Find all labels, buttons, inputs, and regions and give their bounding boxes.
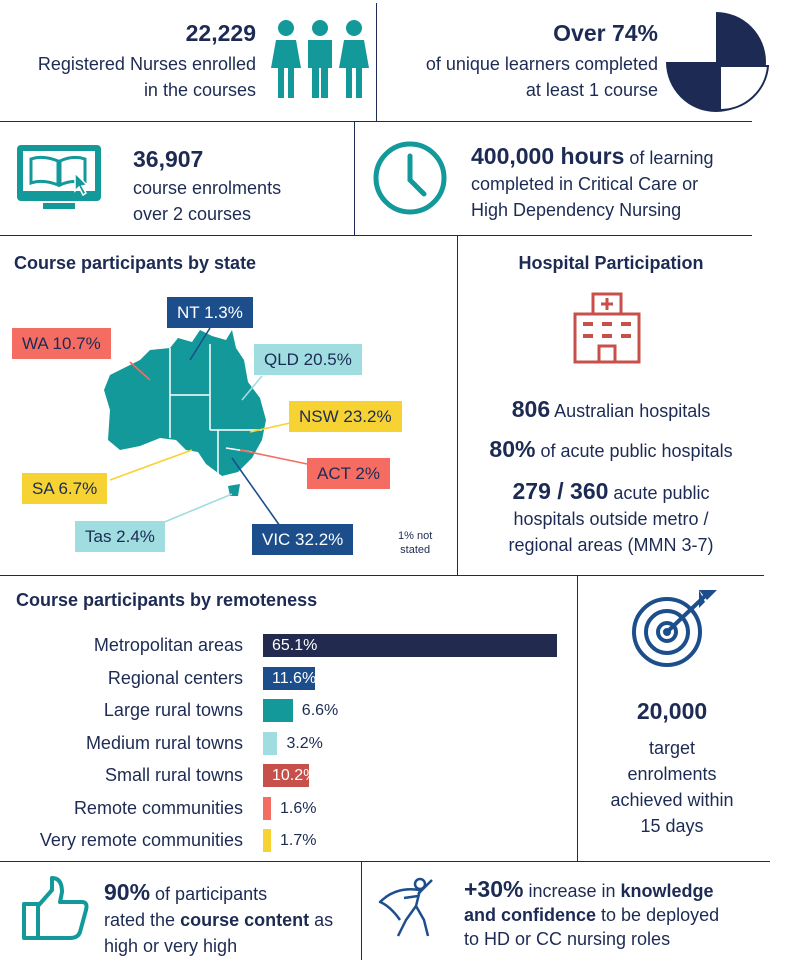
remoteness-value-label: 65.1% — [272, 637, 318, 654]
hours-number: 400,000 hours — [471, 143, 625, 169]
label-vic: VIC 32.2% — [252, 524, 354, 555]
remoteness-category-label: Remote communities — [73, 797, 243, 818]
superhero-icon — [378, 877, 433, 937]
remoteness-bar — [263, 764, 310, 787]
nurses-number: 22,229 — [185, 20, 256, 46]
remoteness-chart-title: Course participants by remoteness — [16, 590, 318, 610]
label-wa: WA 10.7% — [12, 328, 111, 359]
enrolments-number: 36,907 — [133, 146, 204, 172]
target-number: 20,000 — [636, 698, 708, 724]
remoteness-value-label: 3.2% — [286, 734, 323, 752]
remoteness-category-label: Metropolitan areas — [93, 635, 243, 655]
label-act: ACT 2% — [307, 458, 390, 489]
not-stated-note: 1% not stated — [398, 530, 433, 556]
remoteness-category-label: Medium rural towns — [85, 732, 243, 753]
enrolments-text: course enrolments over 2 courses — [133, 178, 282, 224]
label-nt: NT 1.3% — [167, 297, 253, 328]
remoteness-value-label: 11.6% — [272, 669, 317, 687]
remoteness-bar — [263, 829, 271, 852]
nurses-text: Registered Nurses enrolled in the course… — [37, 54, 256, 100]
remoteness-category-label: Small rural towns — [104, 765, 243, 785]
remoteness-bar — [263, 731, 278, 755]
remoteness-value-label: 6.6% — [301, 702, 339, 719]
monitor-book-icon — [17, 145, 101, 209]
label-sa: SA 6.7% — [22, 473, 108, 504]
hospital-icon — [573, 292, 641, 364]
learners-number: Over 74% — [553, 20, 658, 46]
pie-icon — [666, 12, 770, 112]
remoteness-bar — [263, 796, 271, 820]
remoteness-category-label: Large rural towns — [103, 700, 243, 720]
acute-percentage: 80% of acute public hospitals — [489, 436, 733, 462]
learners-text: of unique learners completed at least 1 … — [425, 54, 658, 100]
remoteness-bar — [263, 699, 293, 722]
remoteness-bar — [263, 666, 316, 690]
target-text: target enrolments achieved within 15 day… — [610, 738, 734, 836]
remoteness-value-label: 10.2% — [272, 767, 318, 784]
regional-hospitals: 279 / 360 acute public hospitals outside… — [508, 478, 714, 555]
people-icon — [271, 20, 369, 98]
target-icon — [632, 590, 717, 667]
course-content-rating: 90% of participants rated the course con… — [104, 879, 334, 956]
knowledge-increase: +30% increase in knowledge and confidenc… — [464, 876, 720, 949]
hospital-section-title: Hospital Participation — [518, 253, 704, 273]
remoteness-value-label: 1.6% — [280, 799, 317, 817]
hours-text: 400,000 hours of learning completed in C… — [471, 143, 714, 220]
label-tas: Tas 2.4% — [75, 521, 165, 552]
label-qld: QLD 20.5% — [254, 344, 362, 375]
remoteness-value-label: 1.7% — [280, 832, 317, 849]
australia-map — [104, 327, 313, 529]
remoteness-category-label: Very remote communities — [39, 830, 243, 850]
thumbs-up-icon — [22, 876, 89, 940]
remoteness-bar — [263, 634, 557, 657]
state-section-title: Course participants by state — [14, 253, 257, 273]
clock-icon — [373, 141, 447, 215]
hospitals-count: 806 Australian hospitals — [511, 396, 711, 422]
label-nsw: NSW 23.2% — [289, 401, 402, 432]
remoteness-category-label: Regional centers — [107, 667, 243, 688]
